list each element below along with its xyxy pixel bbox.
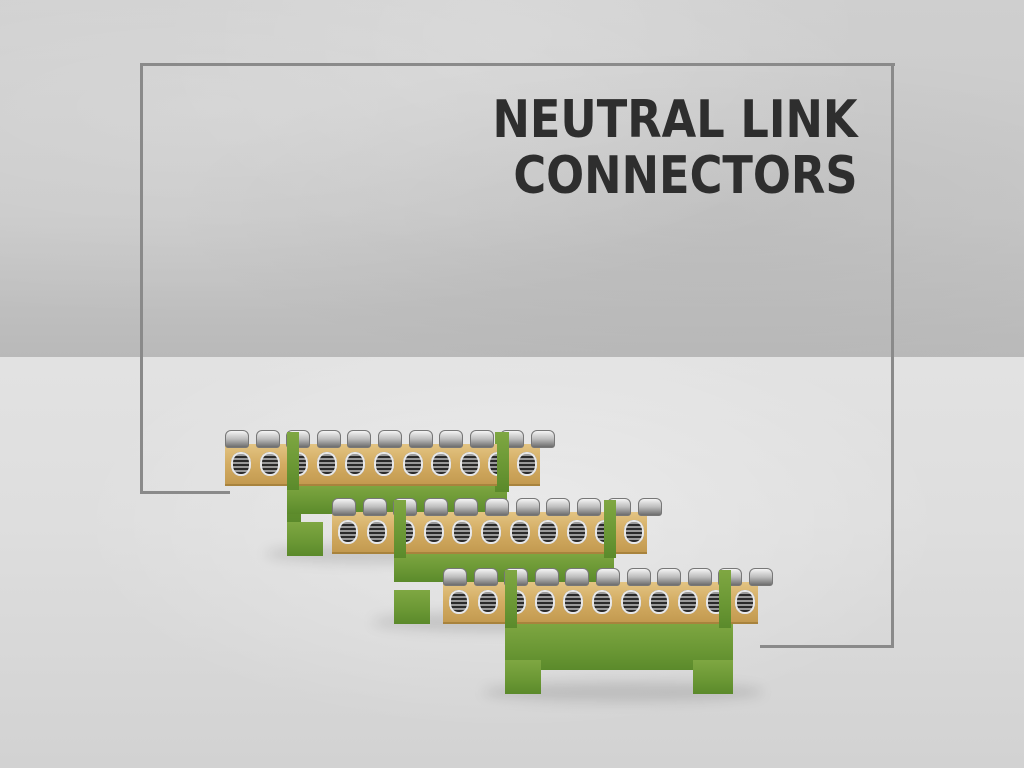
frame-border-bottom-left bbox=[140, 491, 230, 494]
screw-icon bbox=[565, 568, 590, 586]
banner-title: NEUTRAL LINK CONNECTORS bbox=[493, 92, 858, 204]
terminal-screws bbox=[332, 498, 669, 516]
terminal-hole-icon bbox=[534, 590, 555, 614]
screw-icon bbox=[687, 568, 712, 586]
screw-icon bbox=[377, 430, 402, 448]
din-rail-clip bbox=[287, 432, 299, 490]
terminal-hole-icon bbox=[259, 452, 280, 476]
brass-terminal-bar bbox=[225, 430, 555, 486]
screw-icon bbox=[546, 498, 571, 516]
screw-icon bbox=[332, 498, 356, 516]
terminal-hole-icon bbox=[516, 452, 537, 476]
terminal-hole-icon bbox=[563, 590, 584, 614]
screw-icon bbox=[576, 498, 601, 516]
terminal-hole-icon bbox=[477, 590, 498, 614]
screw-icon bbox=[454, 498, 479, 516]
terminal-hole-icon bbox=[345, 452, 366, 476]
screw-icon bbox=[439, 430, 464, 448]
neutral-link-connector-2 bbox=[332, 494, 662, 632]
terminal-hole-icon bbox=[620, 590, 641, 614]
din-rail-mount bbox=[505, 660, 541, 694]
terminal-hole-icon bbox=[402, 452, 423, 476]
screw-icon bbox=[362, 498, 387, 516]
frame-border-right bbox=[891, 63, 894, 648]
terminal-hole-icon bbox=[649, 590, 670, 614]
terminal-hole-icon bbox=[449, 590, 469, 614]
din-rail-mount bbox=[693, 660, 733, 694]
terminal-hole-icon bbox=[452, 520, 473, 544]
terminal-hole-icon bbox=[459, 452, 480, 476]
screw-icon bbox=[626, 568, 651, 586]
din-rail-clip bbox=[719, 570, 731, 628]
frame-border-bottom-right bbox=[760, 645, 894, 648]
brass-terminal-bar bbox=[332, 498, 662, 554]
terminal-hole-icon bbox=[509, 520, 530, 544]
terminal-hole-icon bbox=[480, 520, 501, 544]
title-line-2: CONNECTORS bbox=[513, 146, 858, 206]
din-rail-clip bbox=[604, 500, 616, 558]
terminal-hole-icon bbox=[566, 520, 587, 544]
neutral-link-connector-3 bbox=[443, 564, 773, 702]
title-line-1: NEUTRAL LINK bbox=[492, 90, 858, 150]
terminal-holes bbox=[449, 590, 764, 614]
terminal-hole-icon bbox=[734, 590, 755, 614]
screw-icon bbox=[408, 430, 433, 448]
screw-icon bbox=[469, 430, 494, 448]
din-rail-mount bbox=[287, 522, 323, 556]
terminal-hole-icon bbox=[231, 452, 251, 476]
screw-icon bbox=[515, 498, 540, 516]
brass-terminal-bar bbox=[443, 568, 773, 624]
din-rail-mount bbox=[394, 590, 430, 624]
terminal-hole-icon bbox=[591, 590, 612, 614]
terminal-hole-icon bbox=[366, 520, 387, 544]
terminal-hole-icon bbox=[423, 520, 444, 544]
screw-icon bbox=[423, 498, 448, 516]
screw-icon bbox=[225, 430, 249, 448]
terminal-holes bbox=[231, 452, 546, 476]
screw-icon bbox=[347, 430, 372, 448]
screw-icon bbox=[255, 430, 280, 448]
frame-border-top bbox=[140, 63, 895, 66]
terminal-hole-icon bbox=[338, 520, 358, 544]
frame-border-left bbox=[140, 63, 143, 494]
terminal-hole-icon bbox=[431, 452, 452, 476]
terminal-hole-icon bbox=[623, 520, 644, 544]
screw-icon bbox=[748, 568, 773, 586]
screw-icon bbox=[484, 498, 509, 516]
terminal-screws bbox=[225, 430, 562, 448]
terminal-hole-icon bbox=[316, 452, 337, 476]
screw-icon bbox=[595, 568, 620, 586]
screw-icon bbox=[316, 430, 341, 448]
screw-icon bbox=[530, 430, 555, 448]
screw-icon bbox=[534, 568, 559, 586]
concrete-wall-background bbox=[0, 0, 1024, 357]
screw-icon bbox=[443, 568, 467, 586]
terminal-hole-icon bbox=[677, 590, 698, 614]
din-rail-clip bbox=[505, 570, 517, 628]
din-rail-clip bbox=[497, 432, 509, 490]
terminal-hole-icon bbox=[373, 452, 394, 476]
screw-icon bbox=[473, 568, 498, 586]
din-rail-clip bbox=[394, 500, 406, 558]
terminal-hole-icon bbox=[538, 520, 559, 544]
screw-icon bbox=[657, 568, 682, 586]
screw-icon bbox=[637, 498, 662, 516]
